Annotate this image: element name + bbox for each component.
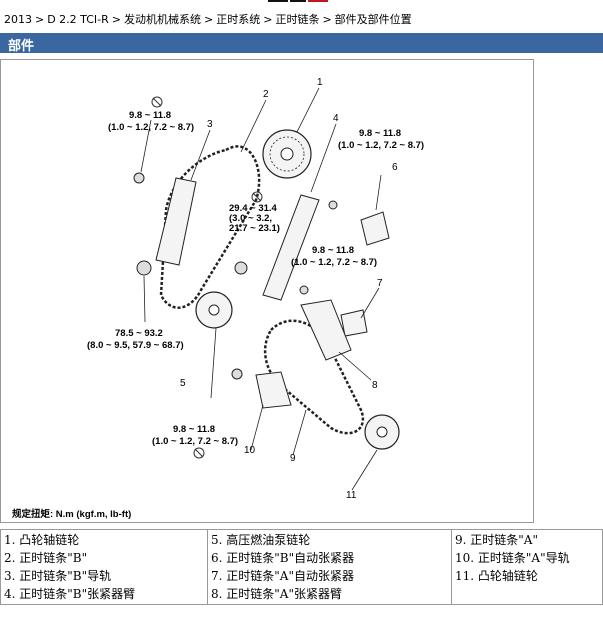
camshaft-sprocket-11: [364, 414, 400, 450]
chain-a-tensioner-arm: [300, 299, 352, 361]
hp-pump-sprocket: [195, 291, 233, 329]
callout-4: 4: [333, 113, 339, 124]
torque-spec-3: 29.4 ~ 31.4: [229, 203, 278, 214]
breadcrumb-item-engine[interactable]: 发动机机械系统: [124, 13, 202, 26]
torque-spec-3-alt2: 21.7 ~ 23.1): [229, 223, 280, 234]
section-title: 部件: [8, 39, 35, 54]
torque-spec-3-alt: (3.0 ~ 3.2,: [229, 213, 272, 224]
brand-logo: [268, 0, 328, 2]
callout-7: 7: [377, 278, 383, 289]
chain-a-guide: [255, 371, 292, 409]
breadcrumb-item-model[interactable]: D 2.2 TCI-R: [47, 13, 109, 26]
legend-item: 5. 高压燃油泵链轮: [211, 533, 311, 547]
chain-b-tensioner-arm: [262, 194, 320, 301]
breadcrumb-item-timing-system[interactable]: 正时系统: [216, 13, 261, 26]
torque-spec-5-alt: (8.0 ~ 9.5, 57.9 ~ 68.7): [87, 340, 184, 351]
callout-1: 1: [317, 77, 323, 88]
callout-8: 8: [372, 380, 378, 391]
torque-spec-4-alt: (1.0 ~ 1.2, 7.2 ~ 8.7): [291, 257, 377, 268]
component-figure: 1 2 3 4 5 6 7 8 9 10 11 9.8 ~ 11.8 (1.0 …: [0, 59, 534, 523]
section-header: 部件: [0, 33, 603, 54]
bolt: [133, 172, 145, 184]
torque-spec-1-alt: (1.0 ~ 1.2, 7.2 ~ 8.7): [108, 122, 194, 133]
parts-legend-table: 1. 凸轮轴链轮 2. 正时链条"B" 3. 正时链条"B"导轨 4. 正时链条…: [0, 529, 603, 605]
bolt: [231, 368, 243, 380]
legend-item: 1. 凸轮轴链轮: [4, 533, 80, 547]
breadcrumb-item-timing-chain[interactable]: 正时链条: [275, 13, 320, 26]
legend-column-2: 5. 高压燃油泵链轮 6. 正时链条"B"自动张紧器 7. 正时链条"A"自动张…: [207, 529, 452, 605]
table-row: 1. 凸轮轴链轮 2. 正时链条"B" 3. 正时链条"B"导轨 4. 正时链条…: [0, 529, 603, 605]
legend-item: 6. 正时链条"B"自动张紧器: [211, 551, 355, 565]
torque-spec-6-alt: (1.0 ~ 1.2, 7.2 ~ 8.7): [152, 436, 238, 447]
torque-spec-6: 9.8 ~ 11.8: [173, 424, 215, 435]
legend-item: 3. 正时链条"B"导轨: [4, 569, 112, 583]
bolt: [299, 285, 309, 295]
torque-spec-1: 9.8 ~ 11.8: [129, 110, 171, 121]
chain-b-auto-tensioner: [360, 211, 390, 246]
torque-spec-4: 9.8 ~ 11.8: [312, 245, 354, 256]
top-bar: [0, 0, 603, 10]
legend-item: 10. 正时链条"A"导轨: [455, 551, 570, 565]
camshaft-sprocket-1: [262, 129, 312, 179]
bolt: [234, 261, 248, 275]
bolt: [136, 260, 152, 276]
legend-item: 8. 正时链条"A"张紧器臂: [211, 587, 342, 601]
legend-item: 2. 正时链条"B": [4, 551, 88, 565]
legend-item: 7. 正时链条"A"自动张紧器: [211, 569, 354, 583]
callout-3: 3: [207, 119, 213, 130]
breadcrumb: 2013>D 2.2 TCI-R>发动机机械系统>正时系统>正时链条>部件及部件…: [4, 13, 412, 26]
timing-chain-diagram: 1 2 3 4 5 6 7 8 9 10 11 9.8 ~ 11.8 (1.0 …: [12, 77, 424, 520]
legend-item: 9. 正时链条"A": [455, 533, 538, 547]
torque-spec-5: 78.5 ~ 93.2: [115, 328, 163, 339]
unit-note: 规定扭矩: N.m (kgf.m, lb-ft): [12, 508, 131, 520]
callout-5: 5: [180, 378, 186, 389]
chain-b-guide: [155, 177, 197, 266]
no-reuse-icon: [251, 191, 263, 203]
callout-6: 6: [392, 162, 398, 173]
no-reuse-icon: [151, 96, 163, 108]
chain-a-auto-tensioner: [340, 309, 368, 337]
breadcrumb-item-year[interactable]: 2013: [4, 13, 32, 26]
no-reuse-icon: [193, 447, 205, 459]
legend-column-3: 9. 正时链条"A" 10. 正时链条"A"导轨 11. 凸轮轴链轮: [451, 529, 603, 605]
callout-2: 2: [263, 89, 269, 100]
callout-11: 11: [346, 490, 357, 501]
callout-10: 10: [244, 445, 256, 456]
breadcrumb-item-current: 部件及部件位置: [334, 13, 412, 26]
bolt: [328, 200, 338, 210]
timing-chain-a: [263, 319, 364, 435]
torque-spec-2-alt: (1.0 ~ 1.2, 7.2 ~ 8.7): [338, 140, 424, 151]
legend-item: 11. 凸轮轴链轮: [455, 569, 538, 583]
torque-spec-2: 9.8 ~ 11.8: [359, 128, 401, 139]
legend-column-1: 1. 凸轮轴链轮 2. 正时链条"B" 3. 正时链条"B"导轨 4. 正时链条…: [0, 529, 208, 605]
callout-9: 9: [290, 453, 296, 464]
legend-item: 4. 正时链条"B"张紧器臂: [4, 587, 136, 601]
